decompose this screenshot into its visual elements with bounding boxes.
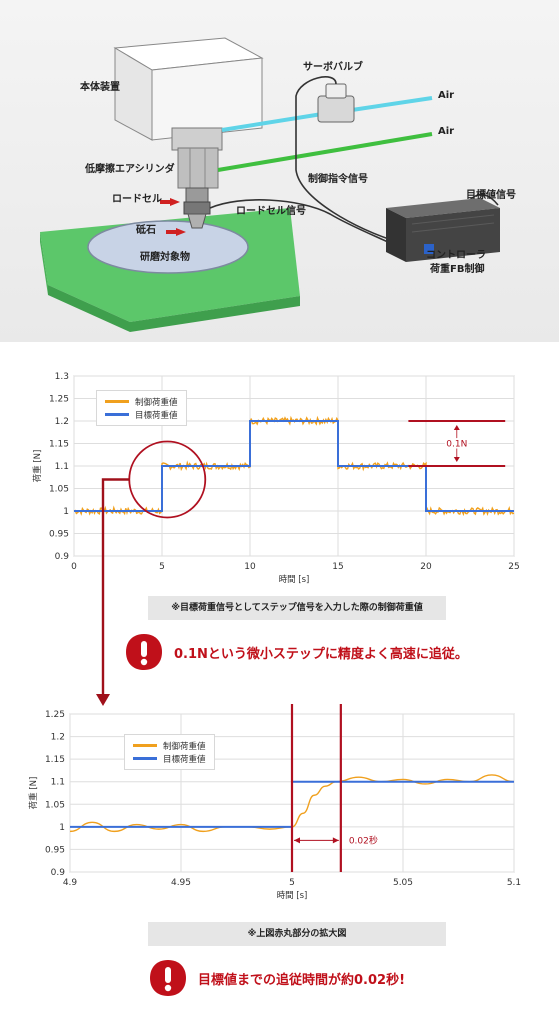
y-axis-label: 荷重 [N]	[28, 777, 39, 810]
workpiece-disc	[87, 220, 249, 274]
y-tick-label: 1	[63, 507, 69, 517]
label-load-cell-signal: ロードセル信号	[236, 206, 306, 217]
y-tick-label: 0.9	[51, 868, 66, 878]
exclamation-icon	[150, 960, 186, 996]
y-tick-label: 0.95	[49, 530, 69, 540]
y-tick-label: 0.9	[55, 552, 70, 562]
apparatus-drawing	[40, 37, 500, 332]
air-line-bottom	[217, 132, 433, 172]
chart-step-response: 0.9 0.95 1 1.05 1.1 1.15 1.2 1.25 1.3 0 5 10 15 20 25 時…	[0, 366, 559, 596]
load-cell	[183, 201, 211, 215]
y-tick-label: 1.1	[51, 778, 65, 788]
x-axis-label: 時間 [s]	[279, 575, 310, 585]
y-tick-label: 1.05	[45, 800, 65, 810]
x-tick-label: 15	[332, 562, 343, 572]
annotation-arrow-down-icon	[453, 457, 460, 462]
x-tick-label: 4.9	[63, 878, 78, 888]
x-tick-label: 4.95	[171, 878, 191, 888]
y-tick-label: 0.95	[45, 845, 65, 855]
main-unit-box	[151, 57, 263, 141]
system-illustration: 本体装置 サーボバルブ Air Air 低摩擦エアシリンダ 制御指令信号 目標値…	[0, 0, 559, 342]
label-load-cell: ロードセル	[112, 194, 162, 205]
y-tick-label: 1.15	[45, 755, 65, 765]
chart1-legend-target: 目標荷重値	[135, 410, 178, 421]
servo-valve	[317, 95, 355, 123]
chart-zoom: 0.9 0.95 1 1.05 1.1 1.15 1.2 1.25 4.9 4.95 5 5.05 5.…	[0, 704, 559, 922]
caption-chart2: ※上図赤丸部分の拡大図	[148, 922, 446, 946]
arrow-grindstone-icon	[176, 228, 186, 236]
stage-side	[48, 285, 300, 332]
y-tick-label: 1.3	[55, 372, 69, 382]
y-tick-label: 1.05	[49, 485, 69, 495]
caption-chart1: ※目標荷重信号としてステップ信号を入力した際の制御荷重値	[148, 596, 446, 620]
label-main-unit: 本体装置	[80, 82, 120, 93]
label-controller: コントローラ	[426, 250, 486, 261]
control-signal-cable	[295, 76, 393, 241]
air-line-top	[351, 96, 433, 112]
alert-2: 目標値までの追従時間が約0.02秒!	[148, 958, 405, 998]
x-tick-label: 5.05	[393, 878, 413, 888]
annotation-arrow-up-icon	[453, 425, 460, 430]
y-tick-label: 1.1	[55, 462, 69, 472]
label-grindstone: 砥石	[136, 225, 156, 236]
chart2-legend-control: 制御荷重値	[163, 741, 206, 752]
label-cylinder: 低摩擦エアシリンダ	[85, 164, 175, 175]
arrow-load-cell-icon	[170, 198, 180, 206]
x-tick-label: 5	[159, 562, 165, 572]
y-tick-label: 1.2	[55, 417, 69, 427]
x-tick-label: 10	[244, 562, 256, 572]
x-axis-label: 時間 [s]	[277, 891, 308, 901]
x-tick-label: 20	[420, 562, 432, 572]
series-line-制御荷重値	[69, 774, 515, 833]
alert-2-text: 目標値までの追従時間が約0.02秒!	[198, 972, 406, 988]
label-workpiece: 研磨対象物	[140, 252, 190, 263]
y-tick-label: 1	[59, 823, 65, 833]
annotation-arrow-right-icon	[332, 837, 339, 844]
y-tick-label: 1.25	[45, 710, 65, 720]
annotation-label: 0.1N	[446, 440, 467, 450]
chart1-legend-control: 制御荷重値	[135, 397, 178, 408]
annotation-label: 0.02秒	[349, 834, 378, 846]
label-air-bottom: Air	[438, 126, 455, 137]
label-feedback: 荷重FB制御	[430, 264, 485, 275]
y-axis-label: 荷重 [N]	[32, 450, 43, 483]
air-cylinder	[177, 147, 219, 189]
chart2-legend-target: 目標荷重値	[163, 754, 206, 765]
y-tick-label: 1.2	[51, 733, 65, 743]
alert-1-text: 0.1Nという微小ステップに精度よく高速に追従。	[174, 646, 468, 662]
y-tick-label: 1.15	[49, 440, 69, 450]
y-tick-label: 1.25	[49, 395, 69, 405]
x-tick-label: 25	[508, 562, 519, 572]
x-tick-label: 0	[71, 562, 77, 572]
highlight-circle	[128, 440, 207, 519]
label-control-signal: 制御指令信号	[308, 174, 368, 185]
alert-1: 0.1Nという微小ステップに精度よく高速に追従。	[124, 632, 468, 672]
chart1-legend: 制御荷重値 目標荷重値	[96, 390, 187, 426]
chart2-legend: 制御荷重値 目標荷重値	[124, 734, 215, 770]
annotation-arrow-left-icon	[294, 837, 300, 844]
grindstone	[187, 213, 207, 229]
label-servo-valve: サーボバルブ	[303, 62, 363, 73]
label-air-top: Air	[438, 90, 455, 101]
chart1-svg: 0.9 0.95 1 1.05 1.1 1.15 1.2 1.25 1.3 0 5 10 15 20 25 時…	[32, 372, 520, 585]
series-line-目標荷重値	[74, 420, 514, 512]
chart2-svg: 0.9 0.95 1 1.05 1.1 1.15 1.2 1.25 4.9 4.95 5 5.05 5.…	[28, 704, 521, 901]
x-tick-label: 5.1	[507, 878, 521, 888]
load-cell-cable	[209, 199, 393, 245]
label-target-signal: 目標値信号	[466, 190, 516, 201]
x-tick-label: 5	[289, 878, 295, 888]
exclamation-icon	[126, 634, 162, 670]
